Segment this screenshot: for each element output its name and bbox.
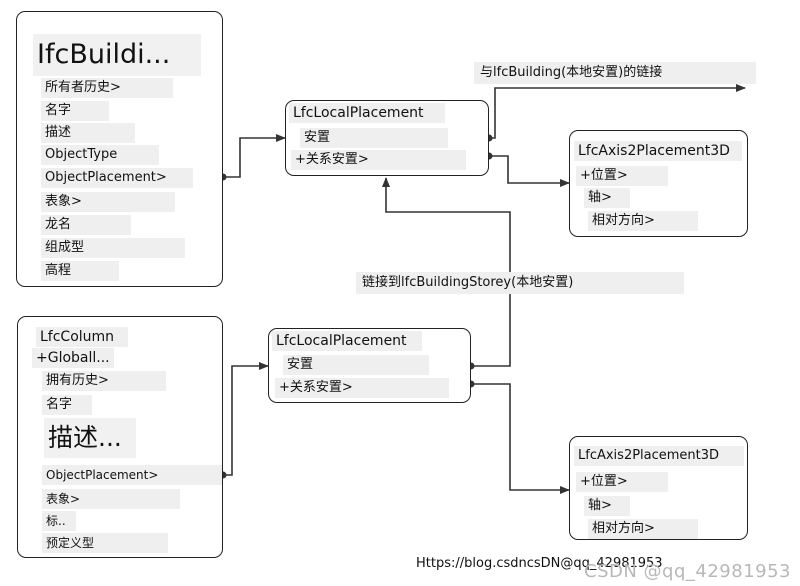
edge-column-to-localplacement [223, 362, 269, 476]
localplacement-top-attr: +关系安置> [291, 150, 466, 170]
axis-bottom-attr: +位置> [576, 472, 668, 492]
localplacement-bottom-attr: +关系安置> [275, 378, 449, 398]
ifccolumn-attr: +Globall... [32, 348, 114, 368]
ifcbuilding-attr: 描述 [41, 123, 135, 143]
ifcbuilding-attr: 所有者历史> [41, 78, 173, 98]
edge-building-to-localplacement [223, 134, 286, 178]
axis-bottom-attr: 相对方向> [588, 519, 698, 539]
localplacement-bottom-title: LfcLocalPlacement [272, 331, 422, 351]
ifccolumn-attr: 名字 [42, 395, 92, 415]
ifcbuilding-attr: 龙名 [41, 215, 131, 235]
note-link-building: 与lfcBuilding(本地安置)的链接 [474, 62, 756, 84]
ifcbuilding-title: IfcBuildi... [33, 34, 201, 76]
axis-top-title: LfcAxis2Placement3D [574, 141, 742, 161]
edge-localplacement-to-axis-bottom [471, 383, 570, 494]
localplacement-top-title: LfcLocalPlacement [289, 103, 445, 123]
watermark-url: Https://blog.csdncsDN@qq_42981953 [416, 556, 663, 571]
axis-top-attr: +位置> [576, 166, 668, 186]
ifcbuilding-attr: 名字 [41, 101, 109, 121]
axis2placement3d-top-node[interactable]: LfcAxis2Placement3D +位置> 轴> 相对方向> [569, 130, 748, 237]
edge-localplacement-to-axis-top [489, 155, 570, 187]
ifcbuilding-attr: 高程 [41, 261, 119, 281]
ifccolumn-attr: 拥有历史> [42, 371, 166, 391]
axis-top-attr: 轴> [584, 188, 630, 208]
ifcbuilding-node[interactable]: IfcBuildi... 所有者历史> 名字 描述 ObjectType Obj… [16, 11, 223, 287]
localplacement-bottom-node[interactable]: LfcLocalPlacement 安置 +关系安置> [268, 328, 471, 403]
ifccolumn-attr: 预定义型 [42, 533, 168, 553]
ifccolumn-attr: 标.. [42, 511, 76, 531]
localplacement-top-node[interactable]: LfcLocalPlacement 安置 +关系安置> [285, 100, 489, 176]
ifcbuilding-attr: ObjectType [41, 145, 159, 165]
ifccolumn-title: LfcColumn [36, 327, 128, 347]
ifccolumn-node[interactable]: LfcColumn +Globall... 拥有历史> 名字 描述... Obj… [17, 316, 223, 558]
localplacement-top-attr: 安置 [300, 128, 448, 148]
localplacement-bottom-attr: 安置 [283, 355, 429, 375]
note-link-storey: 链接到lfcBuildingStorey(本地安置) [356, 272, 684, 294]
watermark-csdn: CSDN @qq_42981953 [584, 561, 792, 582]
ifccolumn-attr: 描述... [44, 418, 136, 458]
ifccolumn-attr: ObjectPlacement> [42, 465, 222, 485]
ifcbuilding-attr: ObjectPlacement> [41, 168, 193, 188]
ifcbuilding-attr: 组成型 [41, 238, 185, 258]
ifcbuilding-attr: 表象> [41, 192, 175, 212]
axis2placement3d-bottom-node[interactable]: LfcAxis2Placement3D +位置> 轴> 相对方向> [569, 436, 748, 540]
axis-top-attr: 相对方向> [588, 211, 698, 231]
axis-bottom-title: LfcAxis2Placement3D [574, 446, 744, 466]
edge-storey-link [382, 177, 511, 367]
ifccolumn-attr: 表象> [42, 489, 180, 509]
axis-bottom-attr: 轴> [584, 496, 630, 516]
